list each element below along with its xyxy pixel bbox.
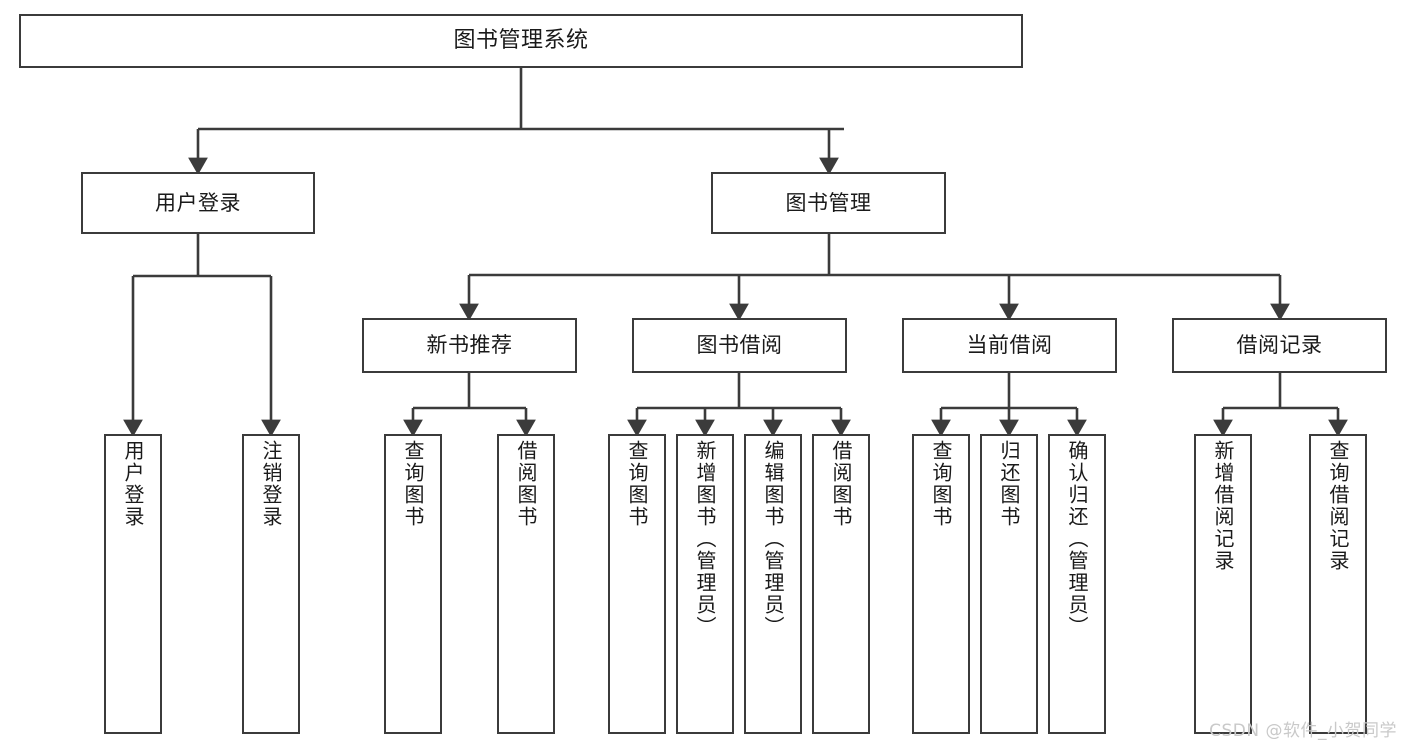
- node-label: 图书管理系统: [453, 28, 589, 54]
- leaf-borrow-edit-book-admin[interactable]: 编辑图书（管理员）: [744, 434, 802, 734]
- node-root-book-management-system[interactable]: 图书管理系统: [19, 14, 1023, 68]
- node-book-management[interactable]: 图书管理: [711, 172, 946, 234]
- leaf-borrow-add-book-admin[interactable]: 新增图书（管理员）: [676, 434, 734, 734]
- leaf-new-book-query-books[interactable]: 查询图书: [384, 434, 442, 734]
- node-label: 确认归还（管理员）: [1065, 440, 1089, 638]
- node-label: 归还图书: [997, 440, 1021, 528]
- node-user-login[interactable]: 用户登录: [81, 172, 315, 234]
- node-label: 查询图书: [625, 440, 649, 528]
- leaf-records-add-record[interactable]: 新增借阅记录: [1194, 434, 1252, 734]
- node-label: 图书借阅: [696, 333, 783, 358]
- node-label: 新书推荐: [426, 333, 513, 358]
- node-label: 用户登录: [121, 440, 145, 528]
- node-label: 用户登录: [155, 190, 241, 215]
- node-label: 注销登录: [259, 440, 283, 528]
- leaf-borrow-borrow-books[interactable]: 借阅图书: [812, 434, 870, 734]
- node-label: 新增借阅记录: [1211, 440, 1235, 572]
- node-label: 图书管理: [785, 190, 872, 215]
- node-new-book-recommendation[interactable]: 新书推荐: [362, 318, 577, 373]
- node-label: 借阅记录: [1236, 333, 1323, 358]
- node-label: 新增图书（管理员）: [693, 440, 717, 638]
- node-label: 借阅图书: [829, 440, 853, 528]
- leaf-records-query-record[interactable]: 查询借阅记录: [1309, 434, 1367, 734]
- node-borrowing-records[interactable]: 借阅记录: [1172, 318, 1387, 373]
- leaf-current-query-books[interactable]: 查询图书: [912, 434, 970, 734]
- leaf-current-confirm-return-admin[interactable]: 确认归还（管理员）: [1048, 434, 1106, 734]
- node-current-borrowing[interactable]: 当前借阅: [902, 318, 1117, 373]
- node-label: 编辑图书（管理员）: [761, 440, 785, 638]
- leaf-user-login-signout[interactable]: 注销登录: [242, 434, 300, 734]
- node-label: 查询图书: [401, 440, 425, 528]
- leaf-new-book-borrow-books[interactable]: 借阅图书: [497, 434, 555, 734]
- leaf-user-login-signin[interactable]: 用户登录: [104, 434, 162, 734]
- leaf-borrow-query-books[interactable]: 查询图书: [608, 434, 666, 734]
- node-label: 借阅图书: [514, 440, 538, 528]
- node-book-borrowing[interactable]: 图书借阅: [632, 318, 847, 373]
- node-label: 查询图书: [929, 440, 953, 528]
- node-label: 当前借阅: [966, 333, 1053, 358]
- node-label: 查询借阅记录: [1326, 440, 1350, 572]
- leaf-current-return-books[interactable]: 归还图书: [980, 434, 1038, 734]
